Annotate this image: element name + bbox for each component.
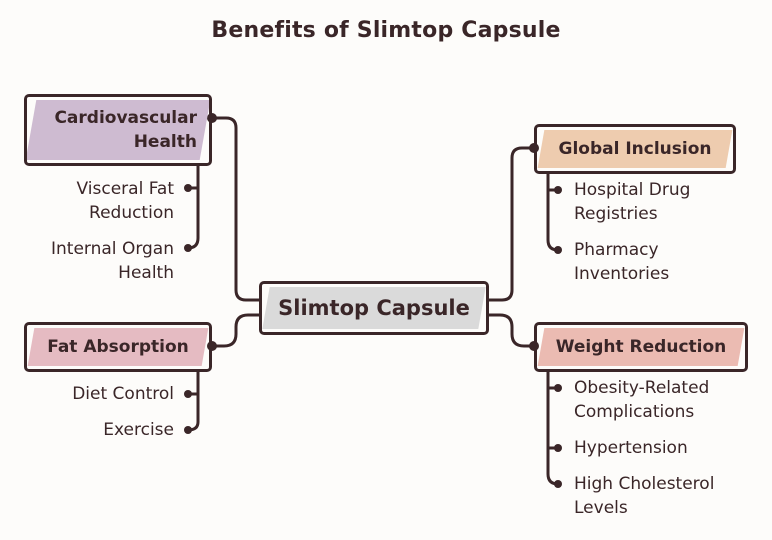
branch-label: Global Inclusion bbox=[558, 139, 712, 159]
branch-label: Fat Absorption bbox=[47, 337, 189, 357]
connector-center-fat bbox=[210, 313, 261, 348]
connector-cardio-leaves bbox=[186, 164, 200, 250]
connector-global-leaves bbox=[546, 172, 560, 252]
branch-global-inclusion: Global Inclusion bbox=[534, 124, 736, 174]
central-node: Slimtop Capsule bbox=[259, 281, 489, 335]
central-node-label: Slimtop Capsule bbox=[278, 296, 470, 320]
connector-fat-leaves bbox=[186, 370, 200, 432]
leaf-diet-control: Diet Control bbox=[72, 384, 174, 404]
connector-center-cardio bbox=[210, 116, 261, 302]
connector-center-weight bbox=[487, 313, 536, 348]
leaf-exercise: Exercise bbox=[103, 420, 174, 440]
branch-label: Weight Reduction bbox=[555, 337, 727, 357]
diagram-title: Benefits of Slimtop Capsule bbox=[211, 18, 561, 43]
connector-center-global bbox=[487, 146, 536, 302]
leaf-hypertension: Hypertension bbox=[574, 438, 688, 458]
branch-weight-reduction: Weight Reduction bbox=[534, 322, 748, 372]
branch-fat-absorption: Fat Absorption bbox=[24, 322, 212, 372]
